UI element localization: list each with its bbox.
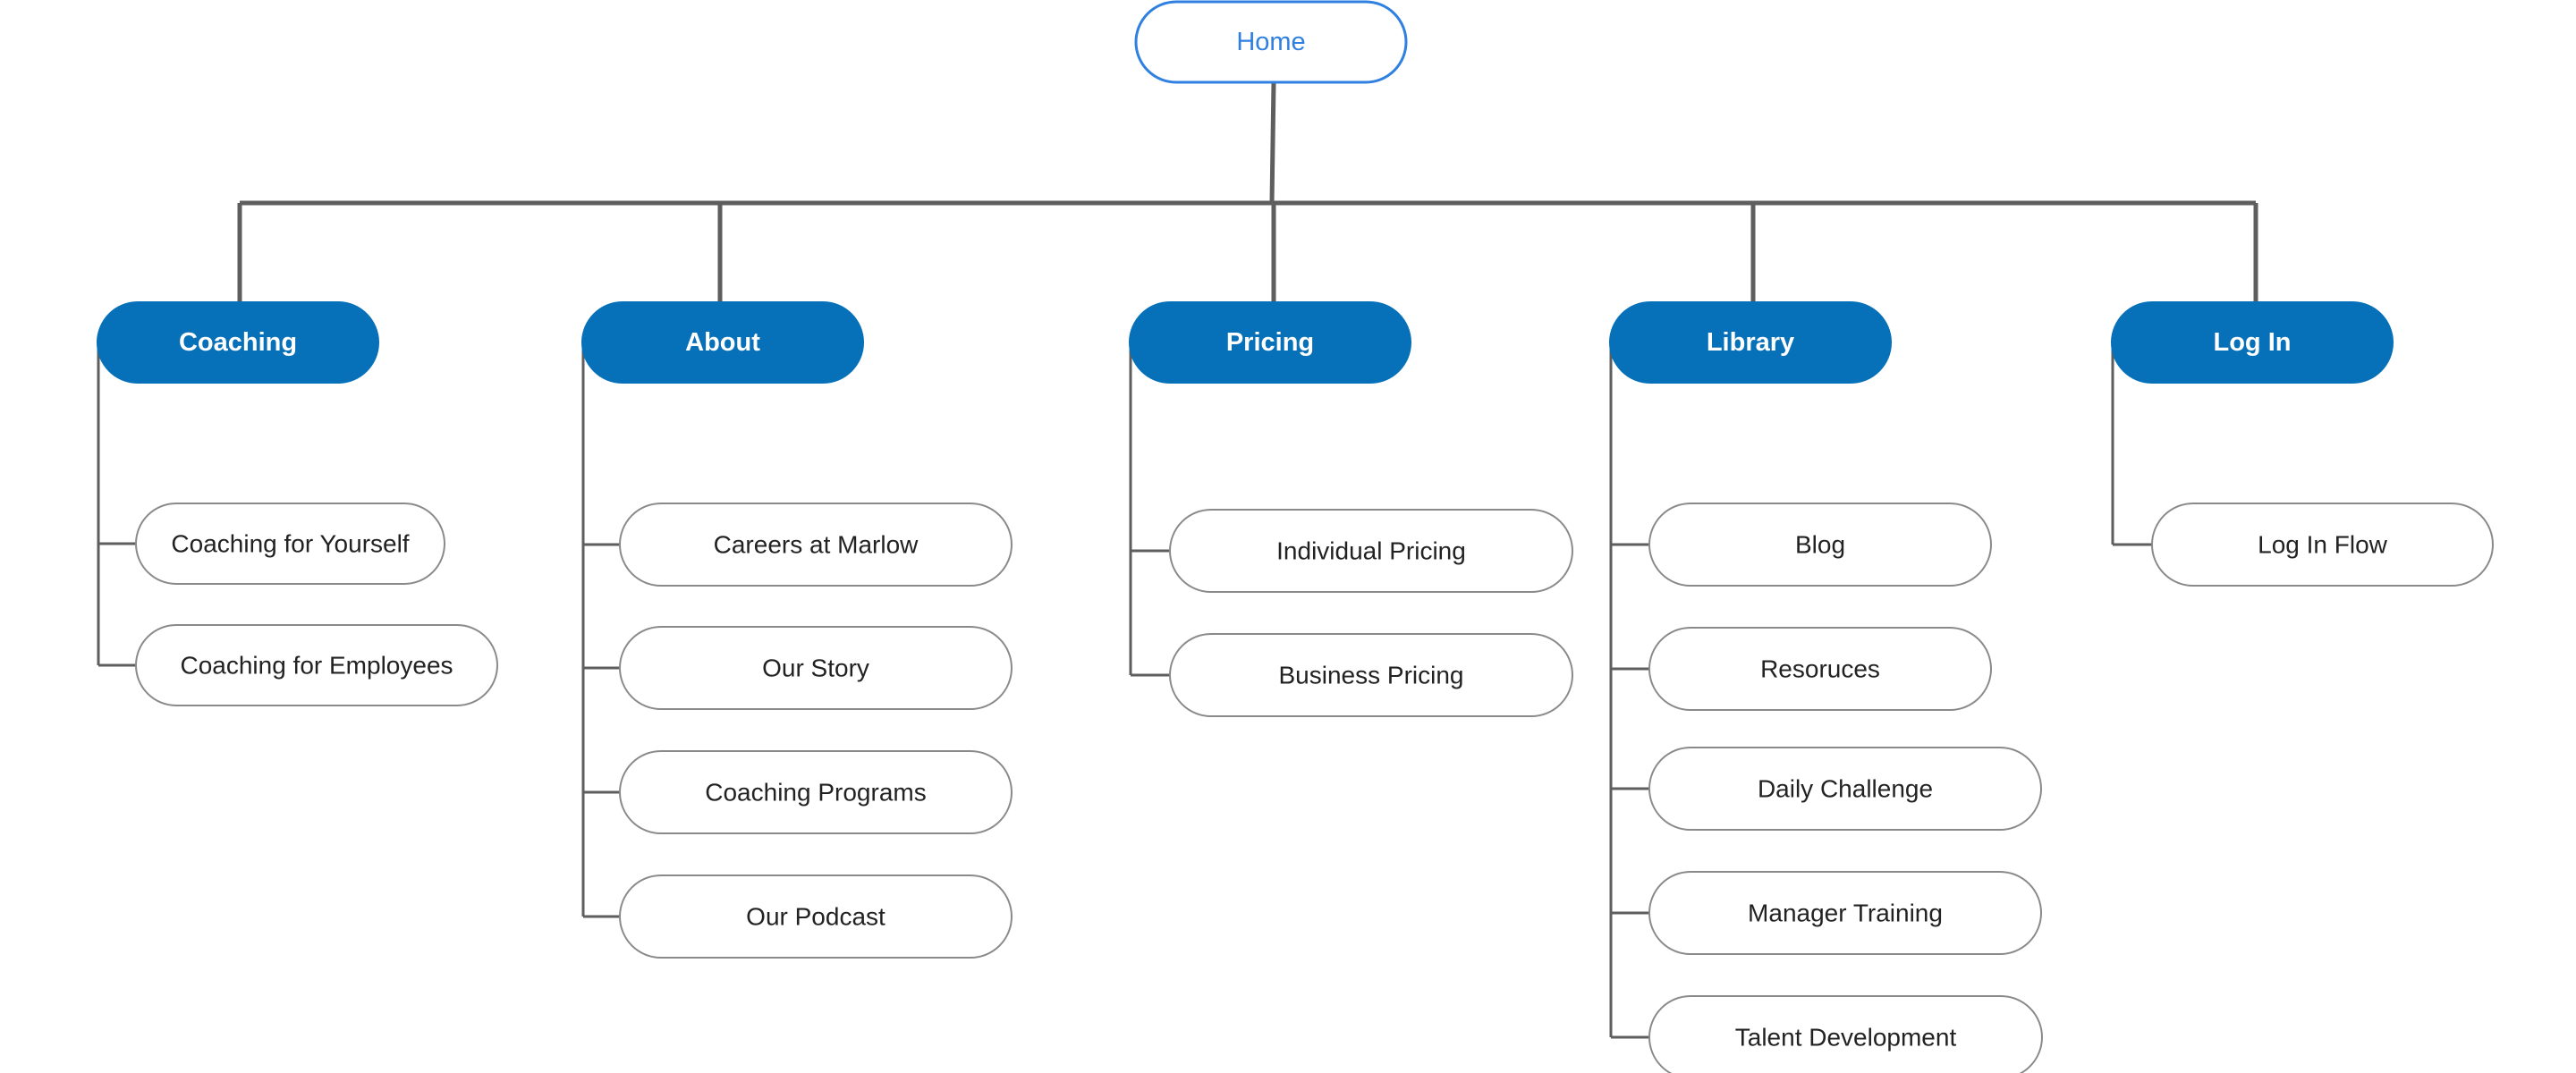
page-pill[interactable] (619, 503, 1013, 587)
section-node-log-in[interactable]: Log In (2111, 301, 2394, 384)
page-pill[interactable] (1648, 747, 2042, 831)
section-node-pricing[interactable]: Pricing (1129, 301, 1411, 384)
page-pill[interactable] (1648, 871, 2042, 955)
page-pill[interactable] (619, 626, 1013, 710)
page-pill[interactable] (135, 624, 498, 706)
page-pill[interactable] (1648, 503, 1992, 587)
home-stem-line (1269, 81, 1276, 204)
page-pill[interactable] (619, 874, 1013, 959)
page-node-coaching-for-yourself[interactable]: Coaching for Yourself (135, 503, 445, 585)
section-node-about[interactable]: About (581, 301, 864, 384)
page-node-manager-training[interactable]: Manager Training (1648, 871, 2042, 955)
section-pill[interactable] (97, 301, 379, 384)
page-node-coaching-programs[interactable]: Coaching Programs (619, 750, 1013, 834)
section-pill[interactable] (1129, 301, 1411, 384)
home-label: Home (1236, 28, 1305, 56)
page-node-individual-pricing[interactable]: Individual Pricing (1169, 509, 1573, 593)
section-label: Pricing (1226, 328, 1314, 357)
page-pill[interactable] (2151, 503, 2494, 587)
page-pill[interactable] (619, 750, 1013, 834)
section-label: About (685, 328, 760, 357)
page-label: Log In Flow (2258, 531, 2388, 559)
page-label: Individual Pricing (1276, 537, 1466, 565)
page-node-talent-development[interactable]: Talent Development (1648, 995, 2043, 1073)
page-pill[interactable] (135, 503, 445, 585)
section-label: Library (1707, 328, 1794, 357)
section-node-library[interactable]: Library (1609, 301, 1892, 384)
page-label: Coaching for Yourself (171, 530, 409, 558)
page-label: Manager Training (1748, 900, 1943, 927)
section-label: Log In (2214, 328, 2292, 357)
page-label: Resoruces (1760, 655, 1880, 683)
page-pill[interactable] (1169, 633, 1573, 717)
page-label: Blog (1795, 531, 1845, 559)
page-node-our-story[interactable]: Our Story (619, 626, 1013, 710)
page-label: Daily Challenge (1758, 775, 1933, 803)
page-label: Business Pricing (1279, 662, 1464, 689)
page-pill[interactable] (1648, 627, 1992, 711)
home-pill[interactable] (1134, 0, 1408, 84)
page-node-careers-at-marlow[interactable]: Careers at Marlow (619, 503, 1013, 587)
page-node-coaching-for-employees[interactable]: Coaching for Employees (135, 624, 498, 706)
page-label: Coaching Programs (705, 779, 926, 807)
page-node-resoruces[interactable]: Resoruces (1648, 627, 1992, 711)
page-node-blog[interactable]: Blog (1648, 503, 1992, 587)
page-label: Our Podcast (746, 903, 886, 931)
page-label: Our Story (762, 655, 869, 682)
page-node-daily-challenge[interactable]: Daily Challenge (1648, 747, 2042, 831)
page-label: Coaching for Employees (180, 652, 453, 680)
section-pill[interactable] (1609, 301, 1892, 384)
section-pill[interactable] (2111, 301, 2394, 384)
page-label: Careers at Marlow (714, 531, 919, 559)
page-node-log-in-flow[interactable]: Log In Flow (2151, 503, 2494, 587)
section-nodes: Coaching About Pricing Library Log In (97, 301, 2394, 384)
home-node[interactable]: Home (1134, 0, 1408, 84)
page-pill[interactable] (1648, 995, 2043, 1073)
page-node-business-pricing[interactable]: Business Pricing (1169, 633, 1573, 717)
section-label: Coaching (179, 328, 297, 357)
page-node-our-podcast[interactable]: Our Podcast (619, 874, 1013, 959)
page-pill[interactable] (1169, 509, 1573, 593)
section-pill[interactable] (581, 301, 864, 384)
connector-lines (97, 81, 2258, 1039)
page-label: Talent Development (1735, 1024, 1957, 1052)
section-node-coaching[interactable]: Coaching (97, 301, 379, 384)
